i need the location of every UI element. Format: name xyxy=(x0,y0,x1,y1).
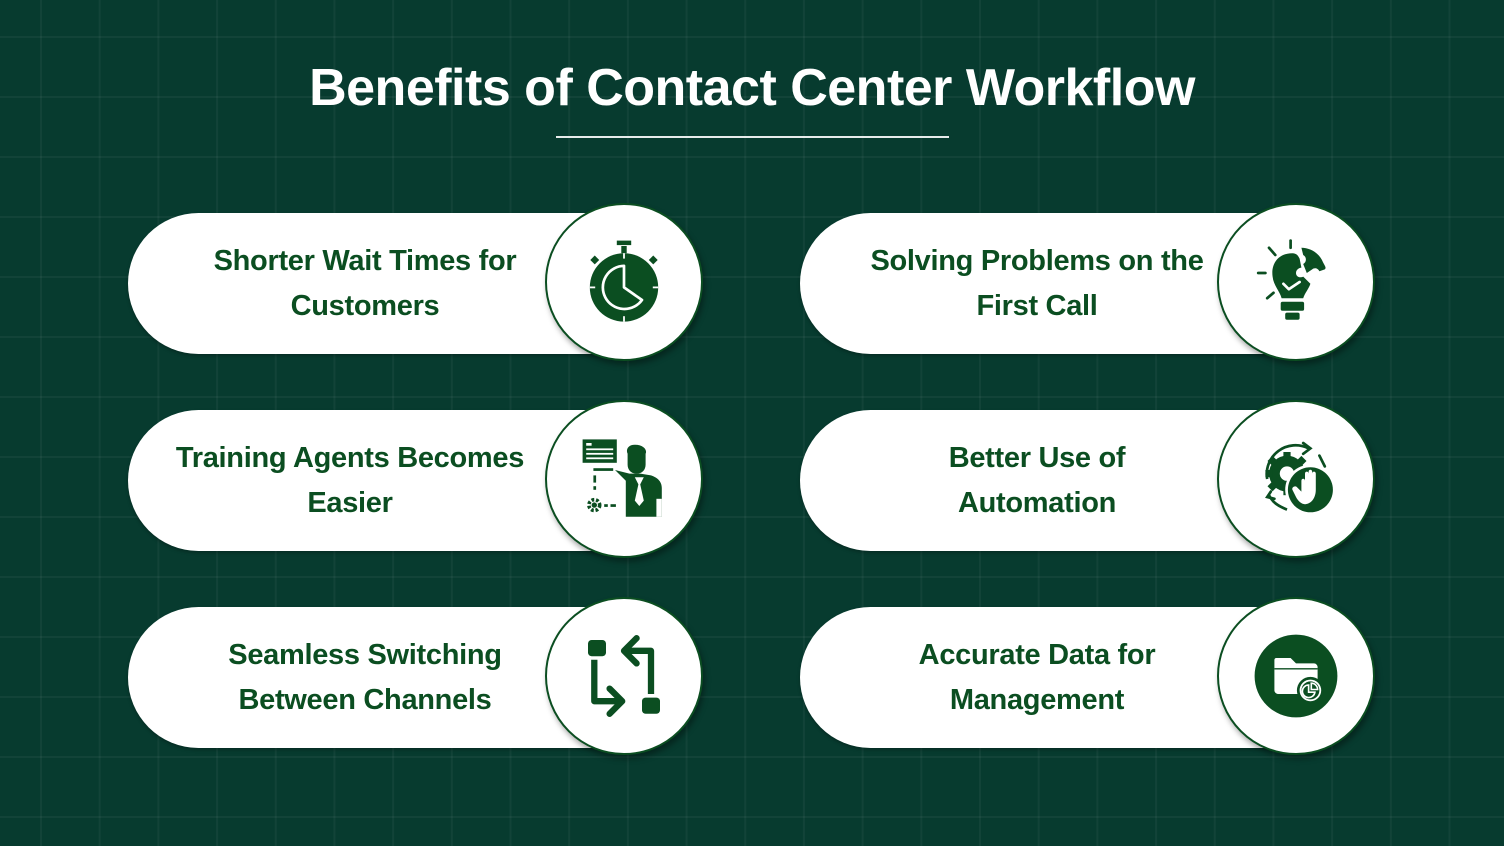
icon-badge xyxy=(1217,203,1375,361)
title-divider xyxy=(556,136,949,138)
stopwatch-icon xyxy=(589,240,659,322)
icon-badge xyxy=(1217,400,1375,558)
benefit-pill xyxy=(128,410,628,551)
folder-chart-icon xyxy=(1254,634,1338,718)
benefit-pill xyxy=(800,607,1300,748)
icon-badge xyxy=(545,203,703,361)
switch-arrows-icon xyxy=(588,635,660,717)
icon-badge xyxy=(545,597,703,755)
automation-gear-hand-icon xyxy=(1265,441,1336,515)
benefit-pill xyxy=(128,213,628,354)
benefit-pill xyxy=(800,213,1300,354)
icon-badge xyxy=(545,400,703,558)
benefit-pill xyxy=(128,607,628,748)
trainer-presentation-icon xyxy=(582,439,662,517)
icon-badge xyxy=(1217,597,1375,755)
benefit-pill xyxy=(800,410,1300,551)
lightbulb-puzzle-icon xyxy=(1256,239,1326,320)
page-title: Benefits of Contact Center Workflow xyxy=(309,59,1195,117)
